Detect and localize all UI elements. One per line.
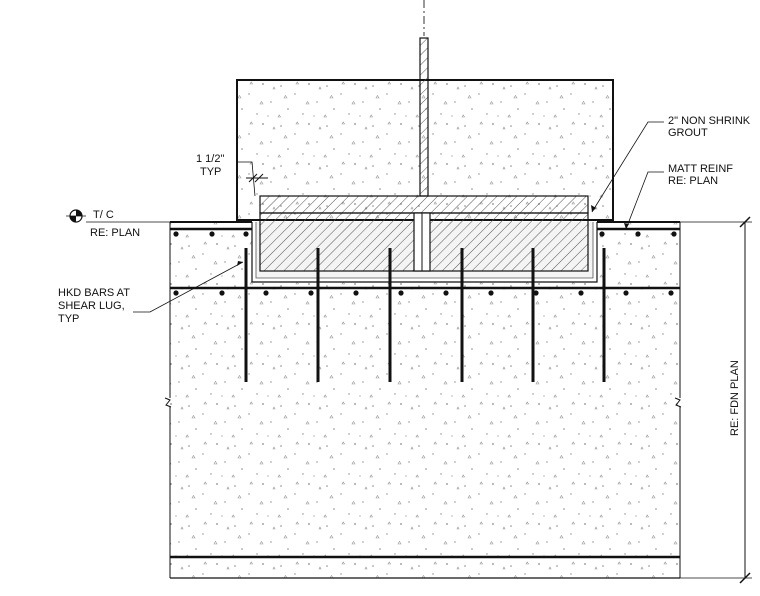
- leader-lines: [133, 121, 664, 313]
- tc-label-line2: RE: PLAN: [90, 227, 140, 239]
- hkd-label-line2: SHEAR LUG,: [58, 300, 125, 312]
- fdn-plan-label: RE: FDN PLAN: [729, 360, 741, 436]
- leader-arrow-tips: [237, 205, 629, 266]
- hkd-label-line3: TYP: [58, 313, 79, 325]
- second-rebar-dots: [173, 290, 674, 296]
- mat-left-break: [164, 397, 172, 408]
- column-stem: [419, 37, 429, 197]
- typ-label-line1: 1 1/2": [196, 153, 224, 165]
- typ-label-line2: TYP: [200, 166, 221, 178]
- matt-reinf-label-line1: MATT REINF: [668, 163, 733, 175]
- hooked-bars: [244, 248, 606, 382]
- grout-label-line2: GROUT: [668, 127, 708, 139]
- elevation-target-icon: [66, 209, 86, 223]
- dim-tick-bottom: [739, 572, 751, 584]
- tc-label-line1: T/ C: [93, 209, 114, 221]
- typ-dimension-ticks: [246, 173, 268, 183]
- mat-right-break: [674, 397, 682, 408]
- matt-reinf-label-line2: RE: PLAN: [668, 175, 718, 187]
- grout-label-line1: 2" NON SHRINK: [668, 115, 751, 127]
- hkd-label-line1: HKD BARS AT: [58, 287, 130, 299]
- top-rebar-dots: [173, 231, 677, 237]
- base-plate: [259, 195, 589, 214]
- dim-tick-top: [739, 216, 751, 228]
